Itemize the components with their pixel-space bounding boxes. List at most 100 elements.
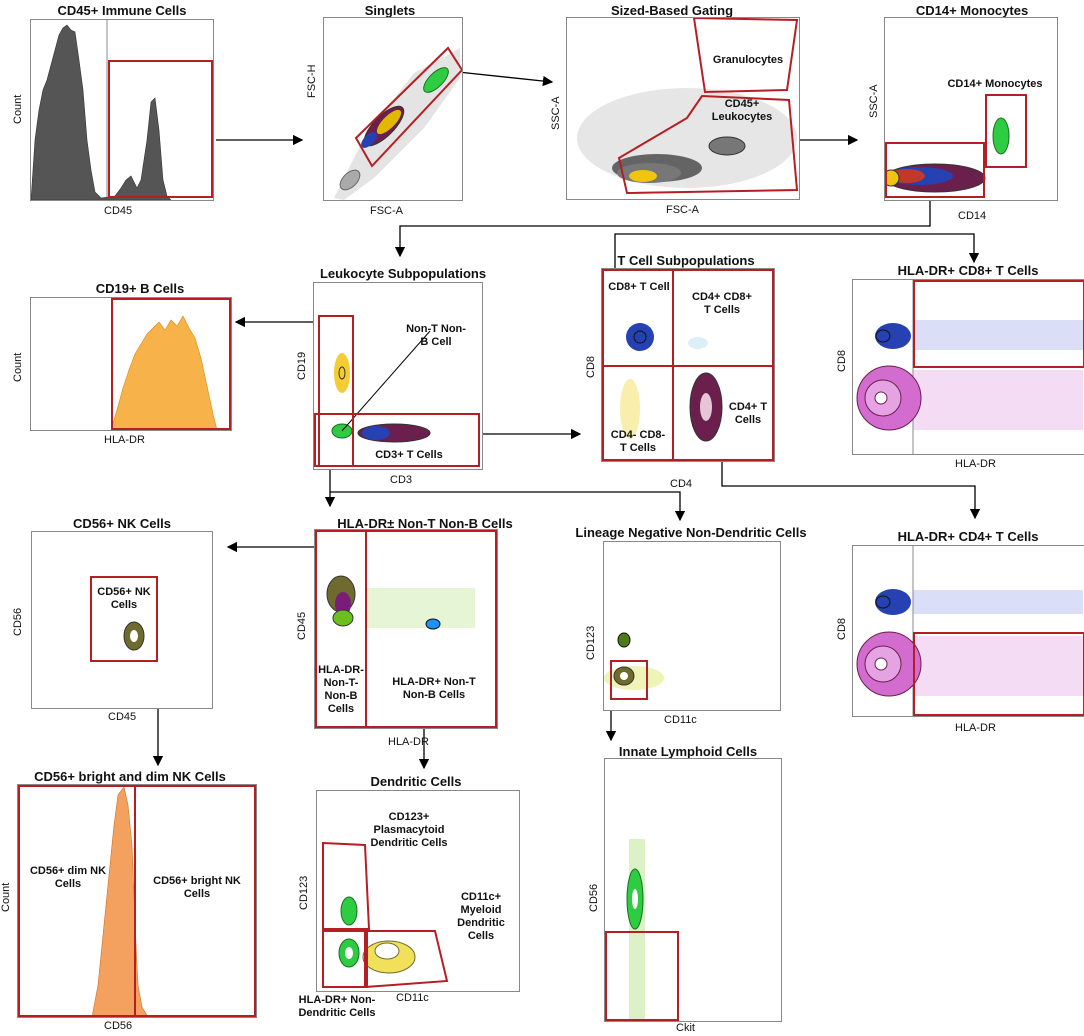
- singlets-density: [334, 48, 460, 200]
- cd45-plot: [30, 19, 214, 201]
- cd14-mono-label: CD14+ Monocytes: [947, 78, 1043, 90]
- t-dn-label: CD4- CD8- T Cells: [610, 429, 666, 454]
- t-sub-x-label: CD4: [670, 478, 693, 490]
- lin-neg-y-label: CD123: [585, 625, 597, 660]
- cd45-title: CD45+ Immune Cells: [57, 3, 187, 18]
- ilc-gate[interactable]: [605, 931, 679, 1021]
- cd45-y-label: Count: [12, 94, 24, 124]
- nk-bd-plot: CD56+ dim NK Cells CD56+ bright NK Cells: [17, 784, 257, 1018]
- nk-dim-gate[interactable]: [18, 785, 136, 1017]
- hla-cd4-x-label: HLA-DR: [955, 722, 996, 734]
- lin-neg-gate[interactable]: [610, 660, 648, 700]
- leuko-plot: Non-T Non-B Cell CD3+ T Cells: [313, 282, 483, 470]
- b-cells-y-label: Count: [12, 352, 24, 382]
- cd45-x-label: CD45: [104, 205, 133, 217]
- hla-cd8-gate[interactable]: [913, 280, 1084, 368]
- b-cells-histogram: [110, 315, 218, 430]
- nk-plot: CD56+ NK Cells: [31, 531, 213, 709]
- t-sub-title: T Cell Subpopulations: [617, 253, 755, 268]
- hla-ntnb-y-label: CD45: [296, 611, 308, 640]
- t-cd4-label: CD4+ T Cells: [728, 401, 768, 426]
- hla-cd8-density: [856, 280, 1083, 454]
- dc-mdc-label: CD11c+ Myeloid Dendritic Cells: [457, 891, 505, 942]
- cd14-density: [885, 117, 1010, 193]
- ilc-density: [626, 839, 645, 1019]
- nk-bd-y-label: Count: [0, 882, 12, 912]
- t-cd8-label: CD8+ T Cell: [608, 281, 670, 293]
- cd14-mono-gate[interactable]: [985, 94, 1027, 168]
- hla-cd4-plot: [852, 545, 1084, 717]
- nk-gate-label: CD56+ NK Cells: [97, 586, 151, 611]
- hla-ntnb-pos-gate[interactable]: [365, 530, 497, 728]
- nk-bright-label: CD56+ bright NK Cells: [153, 875, 241, 900]
- hla-ntnb-density: [326, 575, 475, 630]
- sized-x-label: FSC-A: [666, 204, 699, 216]
- b-cells-gate[interactable]: [111, 298, 231, 430]
- cd14-title: CD14+ Monocytes: [915, 3, 1029, 18]
- singlets-title: Singlets: [364, 3, 416, 18]
- cd45-histogram: [31, 20, 172, 200]
- cd14-y-label: SSC-A: [868, 84, 880, 118]
- cd14-x-label: CD14: [958, 210, 987, 222]
- t-sub-plot: CD8+ T Cell CD4+ CD8+ T Cells CD4- CD8- …: [601, 268, 775, 462]
- nk-title: CD56+ NK Cells: [73, 516, 171, 531]
- ilc-title: Innate Lymphoid Cells: [618, 744, 758, 759]
- t-sub-y-label: CD8: [585, 355, 597, 378]
- b-cells-plot: [30, 297, 232, 431]
- nk-y-label: CD56: [12, 607, 24, 636]
- sized-plot: Granulocytes CD45+ Leukocytes: [566, 17, 800, 200]
- nk-bd-x-label: CD56: [104, 1020, 133, 1032]
- dc-nondc-label: HLA-DR+ Non- Dendritic Cells: [298, 994, 376, 1019]
- cd45-positive-gate[interactable]: [108, 60, 213, 198]
- dc-x-label: CD11c: [396, 992, 429, 1004]
- hla-cd4-density: [856, 546, 1083, 716]
- leuko-y-label: CD19: [296, 351, 308, 380]
- leuko-density: [331, 330, 431, 443]
- hla-cd8-title: HLA-DR+ CD8+ T Cells: [897, 263, 1039, 278]
- dc-gates[interactable]: [317, 791, 519, 991]
- sized-density: [577, 88, 797, 188]
- t-cd4-gate[interactable]: [672, 365, 774, 461]
- leuko-x-label: CD3: [390, 474, 413, 486]
- nk-gate[interactable]: [90, 576, 158, 662]
- leuko-t-label: CD3+ T Cells: [375, 449, 443, 461]
- hla-ntnb-x-label: HLA-DR: [388, 736, 429, 748]
- dc-plot: CD123+ Plasmacytoid Dendritic Cells CD11…: [316, 790, 520, 992]
- hla-cd4-y-label: CD8: [836, 617, 848, 640]
- lin-neg-title: Lineage Negative Non-Dendritic Cells: [575, 525, 807, 540]
- singlets-x-label: FSC-A: [370, 205, 403, 217]
- cd14-plot: CD14+ Monocytes: [884, 17, 1058, 201]
- hla-cd8-plot: [852, 279, 1084, 455]
- sized-gates[interactable]: [567, 18, 799, 199]
- leuko-nontb-label: Non-T Non-B Cell: [406, 323, 466, 348]
- sized-title: Sized-Based Gating: [610, 3, 734, 18]
- dc-title: Dendritic Cells: [370, 774, 462, 789]
- ilc-x-label: Ckit: [676, 1022, 695, 1034]
- dc-y-label: CD123: [298, 875, 310, 910]
- granulocytes-label: Granulocytes: [712, 54, 784, 66]
- cd14-neg-gate[interactable]: [885, 142, 985, 198]
- singlets-y-label: FSC-H: [306, 64, 318, 98]
- nk-density: [123, 621, 145, 651]
- hla-cd4-gate[interactable]: [913, 632, 1084, 716]
- t-dp-gate[interactable]: [672, 269, 774, 367]
- hla-cd8-x-label: HLA-DR: [955, 458, 996, 470]
- lin-neg-x-label: CD11c: [664, 714, 697, 726]
- leuko-t-gate[interactable]: [314, 413, 480, 467]
- leukocytes-label: CD45+ Leukocytes: [711, 98, 773, 123]
- ilc-plot: [604, 758, 782, 1022]
- b-cells-title: CD19+ B Cells: [95, 281, 185, 296]
- sized-y-label: SSC-A: [550, 96, 562, 130]
- b-cells-x-label: HLA-DR: [104, 434, 145, 446]
- t-dp-label: CD4+ CD8+ T Cells: [692, 291, 752, 316]
- nk-bright-gate[interactable]: [134, 785, 256, 1017]
- hla-cd8-y-label: CD8: [836, 349, 848, 372]
- hla-ntnb-plot: HLA-DR- Non-T- Non-B Cells HLA-DR+ Non-T…: [314, 529, 498, 729]
- nk-dim-label: CD56+ dim NK Cells: [29, 865, 107, 890]
- hla-cd4-title: HLA-DR+ CD4+ T Cells: [897, 529, 1039, 544]
- t-sub-density: [620, 323, 723, 442]
- nk-bd-title: CD56+ bright and dim NK Cells: [34, 769, 226, 784]
- dc-density: [338, 896, 416, 974]
- lin-neg-density: [604, 632, 664, 690]
- singlets-gate[interactable]: [324, 18, 462, 200]
